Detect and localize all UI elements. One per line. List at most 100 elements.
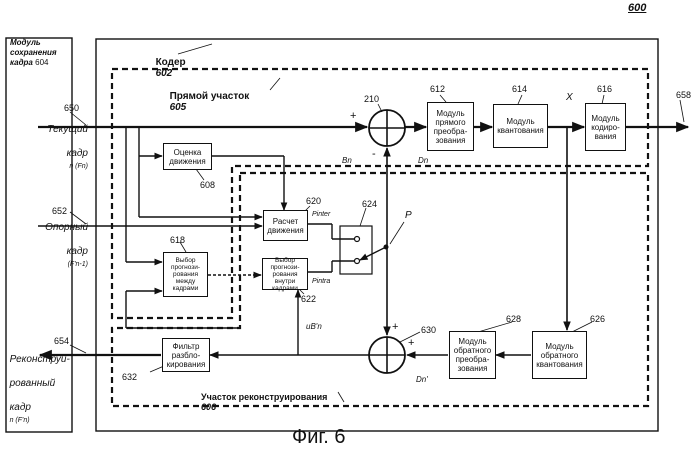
- frame-module-title-2: сохранения: [10, 48, 57, 57]
- label-pintra: Pintra: [312, 278, 330, 285]
- forward-transform-line4: зования: [436, 136, 466, 145]
- figure-number: 600: [628, 2, 646, 14]
- intra-prediction-line4: внутри: [275, 278, 296, 285]
- current-frame-line1: Текущий: [47, 124, 88, 135]
- frame-module-number: 604: [35, 58, 48, 67]
- coding-line3: вания: [595, 132, 617, 141]
- inverse-quantization-block: Модульобратногоквантования: [532, 331, 587, 379]
- reconstructed-frame-line1: Реконструи-: [10, 354, 70, 365]
- reference-frame-line2: кадр: [67, 246, 88, 257]
- reconstruction-path-number: 606: [201, 402, 216, 412]
- number-608: 608: [200, 180, 215, 190]
- figure-caption: Фиг. 6: [292, 426, 345, 449]
- inverse-quantization-line2: обратного: [541, 351, 578, 360]
- switch-arm: [360, 247, 386, 260]
- frame-module-title-1: Модуль: [10, 38, 41, 47]
- quantization-line1: Модуль: [506, 117, 534, 126]
- inter-prediction-line4: между: [176, 278, 195, 285]
- reconstructed-frame-sym: n (F'n): [10, 417, 30, 424]
- quantization-block: Модульквантования: [493, 104, 548, 148]
- number-618: 618: [170, 235, 185, 245]
- intra-prediction-line1: Выбор: [275, 257, 295, 264]
- minus-top: -: [372, 148, 376, 160]
- quantization-line2: квантования: [497, 126, 543, 135]
- leader-606: [338, 392, 344, 402]
- inverse-transform-line4: зования: [458, 364, 488, 373]
- inter-prediction-line1: Выбор: [176, 257, 196, 264]
- intra-prediction-line2: прогнози-: [270, 264, 299, 271]
- motion-compensation-line1: Расчет: [273, 217, 298, 226]
- encoder-number: 602: [156, 68, 173, 79]
- label-dn-prime: Dn': [416, 375, 428, 384]
- leader-605: [270, 78, 280, 90]
- reconstructed-frame-line2: рованный: [10, 378, 56, 389]
- label-p: P: [405, 210, 412, 221]
- motion-estimation-line2: движения: [169, 157, 205, 166]
- encoder-title: Кодер 602: [150, 46, 186, 79]
- inverse-transform-line3: преобра-: [456, 355, 490, 364]
- reference-frame-sym: (F'n-1): [68, 261, 88, 268]
- label-ubn: uB'n: [306, 322, 322, 331]
- inter-prediction-line5: кадрами: [173, 285, 199, 292]
- number-612: 612: [430, 84, 445, 94]
- plus-bottom-top: +: [392, 321, 398, 333]
- forward-transform-block: Модульпрямогопреобра-зования: [427, 102, 474, 151]
- leader-612: [440, 95, 446, 102]
- forward-transform-line2: прямого: [435, 118, 465, 127]
- deblocking-line3: кирования: [167, 360, 206, 369]
- switch-contact-a: [355, 237, 360, 242]
- leader-658: [680, 100, 684, 122]
- inverse-quantization-line1: Модуль: [545, 342, 573, 351]
- switch-contact-b: [355, 259, 360, 264]
- encoder-title-text: Кодер: [156, 57, 186, 68]
- inter-prediction-line3: рования: [173, 271, 198, 278]
- number-210: 210: [364, 94, 379, 104]
- coding-line2: кодиро-: [591, 123, 620, 132]
- leader-624: [360, 208, 366, 226]
- forward-path-title-text: Прямой участок: [170, 91, 250, 102]
- motion-estimation-line1: Оценка: [174, 148, 202, 157]
- number-622: 622: [301, 294, 316, 304]
- plus-top: +: [350, 110, 356, 122]
- inter-prediction-block: Выборпрогнози-рованиямеждукадрами: [163, 252, 208, 297]
- intra-prediction-line3: рования: [273, 271, 298, 278]
- reconstruction-path-title-text: Участок реконструирования: [201, 392, 327, 402]
- forward-path-number: 605: [170, 102, 187, 113]
- current-frame-label: Текущий кадр n (Fn): [10, 112, 88, 173]
- number-628: 628: [506, 314, 521, 324]
- leader-614: [518, 95, 522, 104]
- current-frame-line2: кадр: [67, 148, 88, 159]
- reference-frame-label: Опорный кадр (F'n-1): [6, 210, 88, 271]
- motion-estimation-block: Оценкадвижения: [163, 143, 212, 170]
- forward-transform-line1: Модуль: [436, 109, 464, 118]
- number-650: 650: [64, 103, 79, 113]
- label-bn: Bn: [342, 156, 352, 165]
- deblocking-filter-block: Фильтрразбло-кирования: [162, 338, 210, 372]
- current-frame-sym: n (Fn): [69, 163, 88, 170]
- motion-compensation-line2: движения: [267, 226, 303, 235]
- frame-module-title-3: кадра: [10, 58, 33, 67]
- coding-block: Модулькодиро-вания: [585, 103, 626, 151]
- intra-prediction-line5: кадрами: [272, 285, 298, 292]
- reconstruction-path-title: Участок реконструирования 606: [196, 382, 327, 412]
- inverse-transform-line2: обратного: [454, 346, 491, 355]
- reconstructed-frame-label: Реконструи- рованный кадр n (F'n): [4, 342, 88, 427]
- number-624: 624: [362, 199, 377, 209]
- intra-prediction-block: Выборпрогнози-рованиявнутрикадрами: [262, 258, 308, 290]
- switch-box: [340, 226, 372, 274]
- motion-compensation-block: Расчетдвижения: [263, 210, 308, 241]
- frame-module-title: Модуль сохранения кадра 604: [10, 38, 57, 68]
- label-x: X: [566, 92, 573, 103]
- inter-prediction-line2: прогнози-: [171, 264, 200, 271]
- label-dn: Dn: [418, 156, 428, 165]
- number-654: 654: [54, 336, 69, 346]
- number-658: 658: [676, 90, 691, 100]
- forward-path-title: Прямой участок 605: [164, 80, 249, 113]
- inverse-transform-block: Модульобратногопреобра-зования: [449, 331, 496, 379]
- label-pinter: Pinter: [312, 211, 330, 218]
- reconstructed-frame-line3: кадр: [10, 402, 31, 413]
- reference-frame-line1: Опорный: [45, 222, 88, 233]
- forward-transform-line3: преобра-: [434, 127, 468, 136]
- number-626: 626: [590, 314, 605, 324]
